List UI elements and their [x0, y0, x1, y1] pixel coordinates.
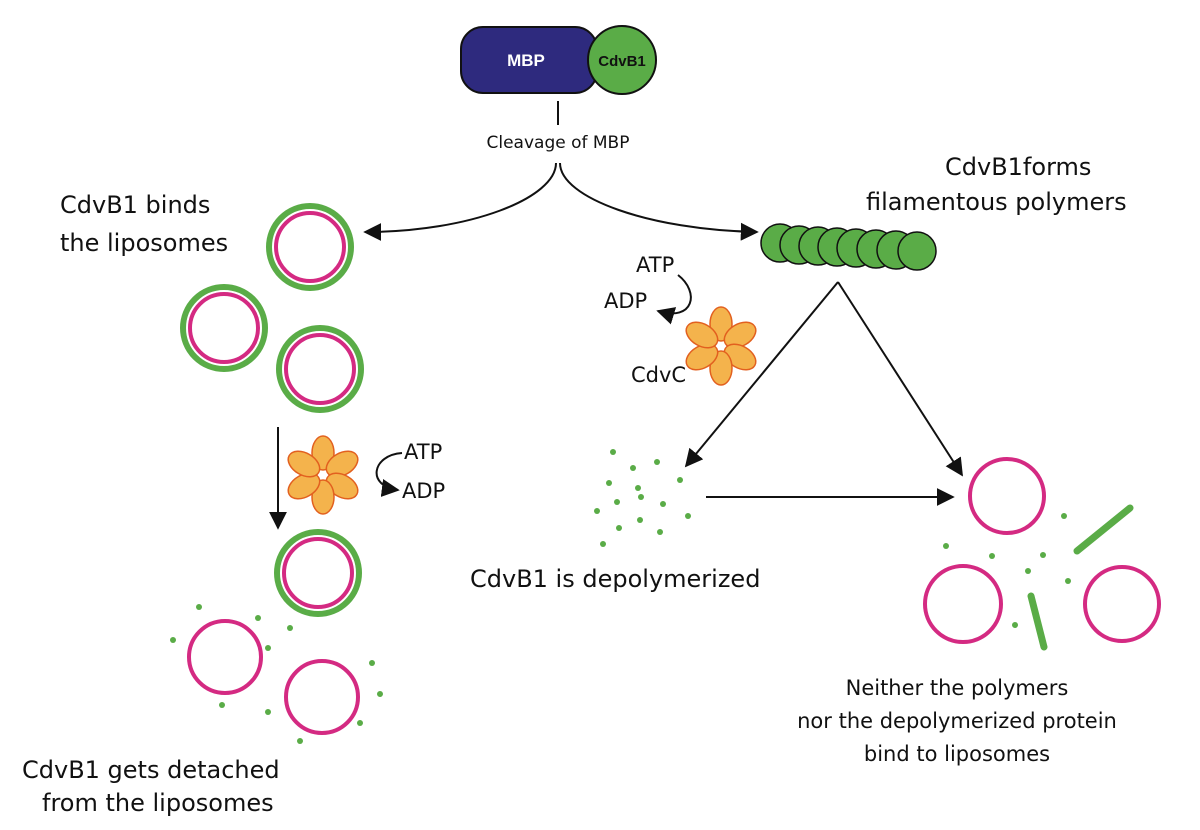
- arrow-to-liposomes: [837, 281, 963, 477]
- detached-cdvb1-dots: [170, 604, 383, 744]
- detached-label-line2: from the liposomes: [42, 789, 274, 817]
- binds-label-line1: CdvB1 binds: [60, 191, 210, 219]
- bare-liposome: [187, 619, 263, 695]
- atp-label-right: ATP: [636, 253, 674, 277]
- binds-label-line2: the liposomes: [60, 229, 228, 257]
- coated-liposome: [266, 203, 354, 291]
- atp-hydrolysis-arrow-left: [375, 452, 403, 497]
- bare-liposome: [1083, 565, 1161, 643]
- cdvb1-monomer: [587, 25, 657, 95]
- adp-label-right: ADP: [604, 289, 647, 313]
- branch-arrow-left: [363, 162, 557, 241]
- coated-liposome: [274, 529, 362, 617]
- arrow-to-depolymerized: [684, 281, 839, 468]
- cdvc-hexamer-left: [287, 435, 359, 515]
- cleavage-label: Cleavage of MBP: [487, 133, 630, 153]
- bare-liposome: [968, 457, 1046, 535]
- depolymerized-label: CdvB1 is depolymerized: [470, 565, 760, 593]
- cdvc-hexamer-right: [685, 306, 757, 386]
- bare-liposome: [923, 564, 1003, 644]
- cdvb1-label: CdvB1: [598, 53, 646, 70]
- branch-arrow-right: [559, 162, 759, 241]
- neither-label-line2: nor the depolymerized protein: [797, 709, 1117, 733]
- neither-label-line1: Neither the polymers: [846, 676, 1069, 700]
- forms-label-line1: CdvB1forms: [945, 153, 1091, 181]
- atp-hydrolysis-arrow-right: [656, 274, 692, 325]
- polymer-fragments: [1027, 504, 1134, 651]
- forms-label-line2: filamentous polymers: [866, 188, 1127, 216]
- mbp-label: MBP: [507, 51, 545, 70]
- adp-label-left: ADP: [402, 479, 445, 503]
- bare-liposome: [284, 659, 360, 735]
- cdvb1-filament: [760, 223, 937, 271]
- free-cdvb1-dots: [943, 513, 1071, 628]
- cdvc-label: CdvC: [631, 363, 686, 387]
- atp-label-left: ATP: [404, 440, 442, 464]
- coated-liposome: [180, 284, 268, 372]
- coated-liposome: [276, 325, 364, 413]
- mbp-cdvb1-fusion: MBP CdvB1: [460, 25, 657, 95]
- neither-label-line3: bind to liposomes: [864, 742, 1050, 766]
- detached-label-line1: CdvB1 gets detached: [22, 756, 280, 784]
- depolymerized-cdvb1-dots: [594, 449, 691, 547]
